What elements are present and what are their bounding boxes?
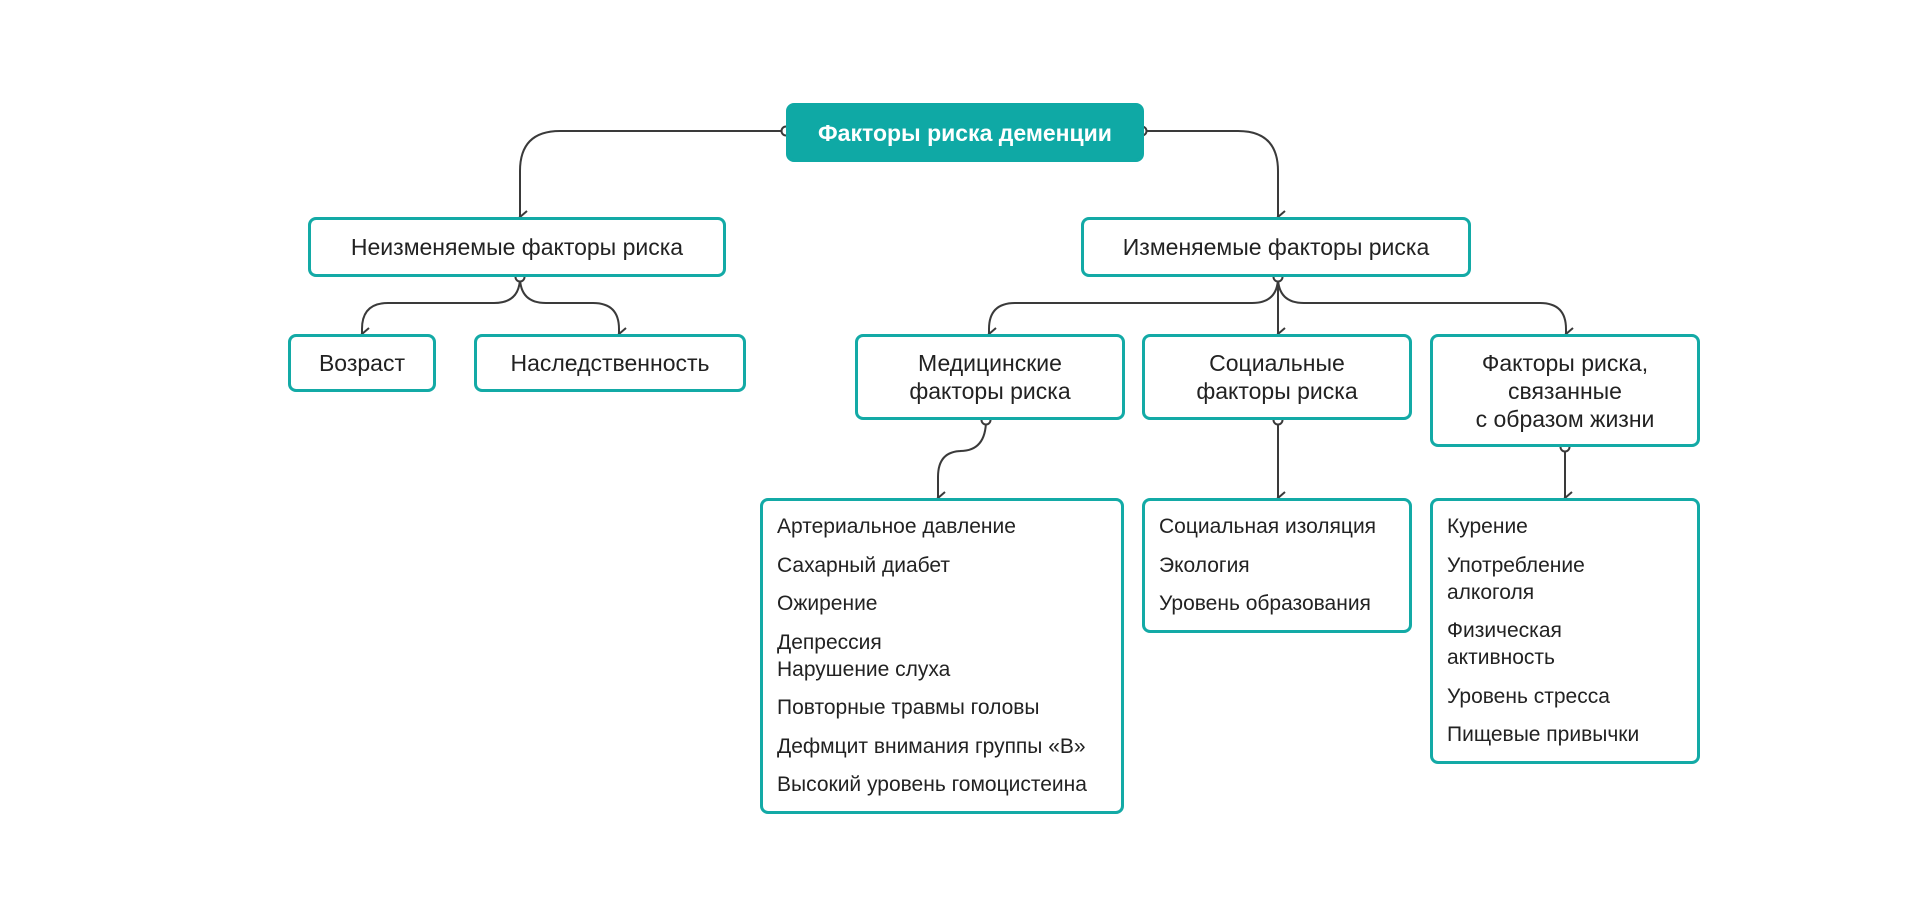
modifiable-label: Изменяемые факторы риска [1122, 234, 1430, 260]
list-item: Высокий уровень гомоцистеина [777, 773, 1087, 796]
lifestyle-label: Факторы риска, связанные с образом жизни [1475, 349, 1655, 432]
edge-mod-lifestyle [1277, 276, 1574, 341]
social-factors-list: Социальная изоляция Экология Уровень обр… [1142, 498, 1412, 633]
medical-factors-list: Артериальное давление Сахарный диабет Ож… [760, 498, 1124, 814]
social-label: Социальные факторы риска [1196, 350, 1358, 404]
list-item: Употребление алкоголя [1447, 553, 1585, 604]
node-age: Возраст [288, 334, 436, 392]
node-non-modifiable: Неизменяемые факторы риска [308, 217, 726, 277]
edge-root-modifiable [1142, 130, 1286, 224]
list-item: Депрессия Нарушение слуха [777, 630, 951, 681]
list-item: Уровень образования [1159, 592, 1371, 615]
lifestyle-factors-list: Курение Употребление алкоголя Физическая… [1430, 498, 1700, 764]
edge-mod-medical [987, 276, 1279, 341]
edge-nonmod-age [360, 276, 521, 341]
list-item: Дефмцит внимания группы «В» [777, 734, 1086, 758]
list-item: Пищевые привычки [1447, 723, 1640, 746]
heredity-label: Наследственность [510, 350, 710, 376]
list-item: Курение [1447, 515, 1528, 538]
list-item: Повторные травмы головы [777, 696, 1040, 719]
root-label: Факторы риска деменции [818, 119, 1112, 146]
edge-nonmod-heredity [519, 276, 627, 341]
medical-label: Медицинские факторы риска [909, 350, 1071, 404]
list-item: Сахарный диабет [777, 553, 951, 577]
list-item: Социальная изоляция [1159, 515, 1377, 538]
list-item: Уровень стресса [1447, 684, 1610, 708]
non-modifiable-label: Неизменяемые факторы риска [350, 234, 684, 260]
node-medical: Медицинские факторы риска [855, 334, 1125, 420]
list-item: Экология [1159, 553, 1250, 577]
node-heredity: Наследственность [474, 334, 746, 392]
list-item: Физическая активность [1447, 619, 1562, 669]
node-modifiable: Изменяемые факторы риска [1081, 217, 1471, 277]
age-label: Возраст [318, 350, 406, 376]
list-item: Ожирение [777, 592, 878, 615]
edge-root-nonmodifiable [518, 130, 786, 224]
node-root: Факторы риска деменции [786, 103, 1144, 162]
list-item: Артериальное давление [777, 515, 1016, 538]
node-social: Социальные факторы риска [1142, 334, 1412, 420]
node-lifestyle: Факторы риска, связанные с образом жизни [1430, 334, 1700, 447]
edge-medical-list [936, 419, 987, 505]
